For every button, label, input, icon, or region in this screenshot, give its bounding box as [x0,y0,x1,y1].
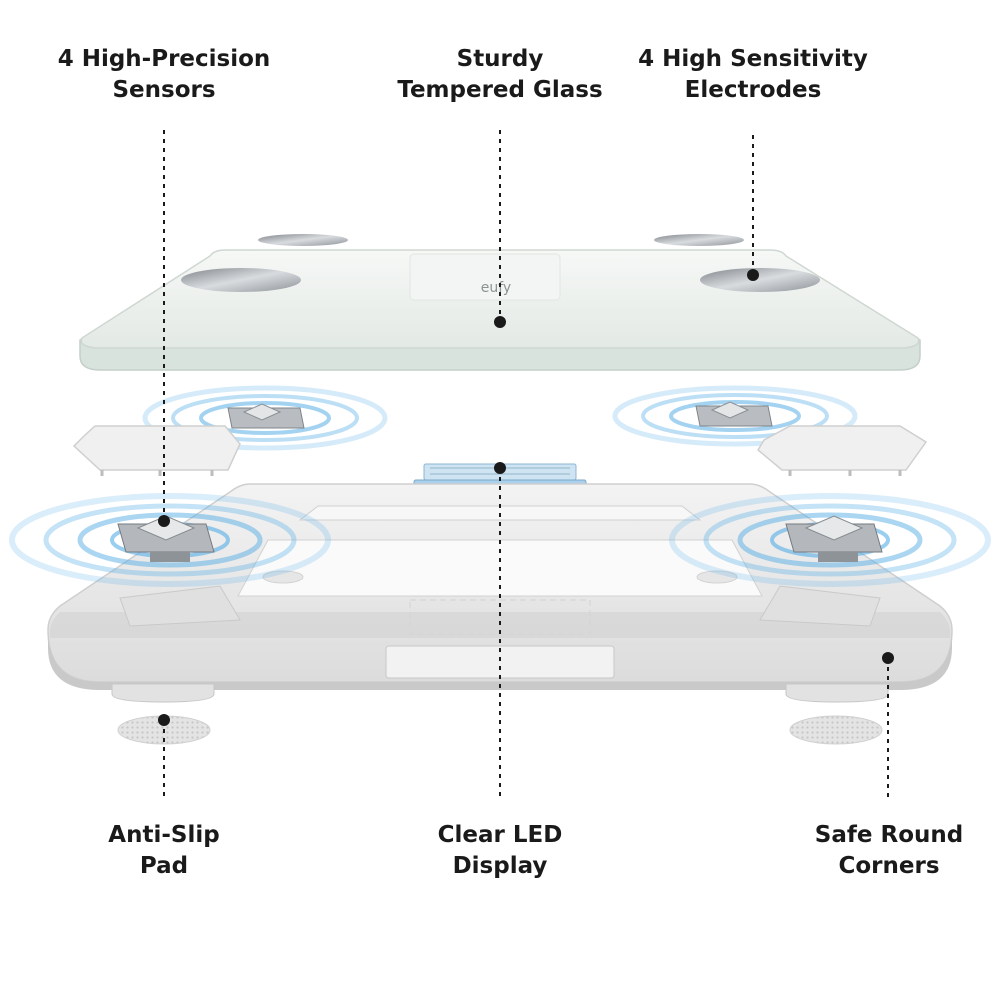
corner-cover-left [72,425,241,476]
sensor-lower-right [785,515,883,562]
tempered-glass-plate: eufy [79,234,921,371]
callout-lines [163,130,889,800]
dot-electrodes [747,269,759,281]
sensor-lower-left [117,515,215,562]
signal-rings-upper-right [612,385,858,447]
sensor-upper-left [227,403,305,429]
electrode-pad-back-left [258,234,348,246]
dot-pad [158,714,170,726]
signal-rings-lower-left [9,493,331,587]
corner-cover-right [757,425,928,476]
dot-glass [494,316,506,328]
dot-sensors [158,515,170,527]
dot-display [494,462,506,474]
dot-corners [882,652,894,664]
callout-dots [158,269,894,726]
brand-logo: eufy [481,280,511,296]
anti-slip-pad-right [789,715,883,745]
electrode-pad-front-right [700,268,820,292]
electrode-pad-front-left [181,268,301,292]
sensor-upper-right [695,401,773,427]
display-window [409,253,561,301]
signal-rings-upper-left [142,385,388,451]
foot-left [111,683,215,703]
electrode-pad-back-right [654,234,744,246]
foot-right [785,683,889,703]
